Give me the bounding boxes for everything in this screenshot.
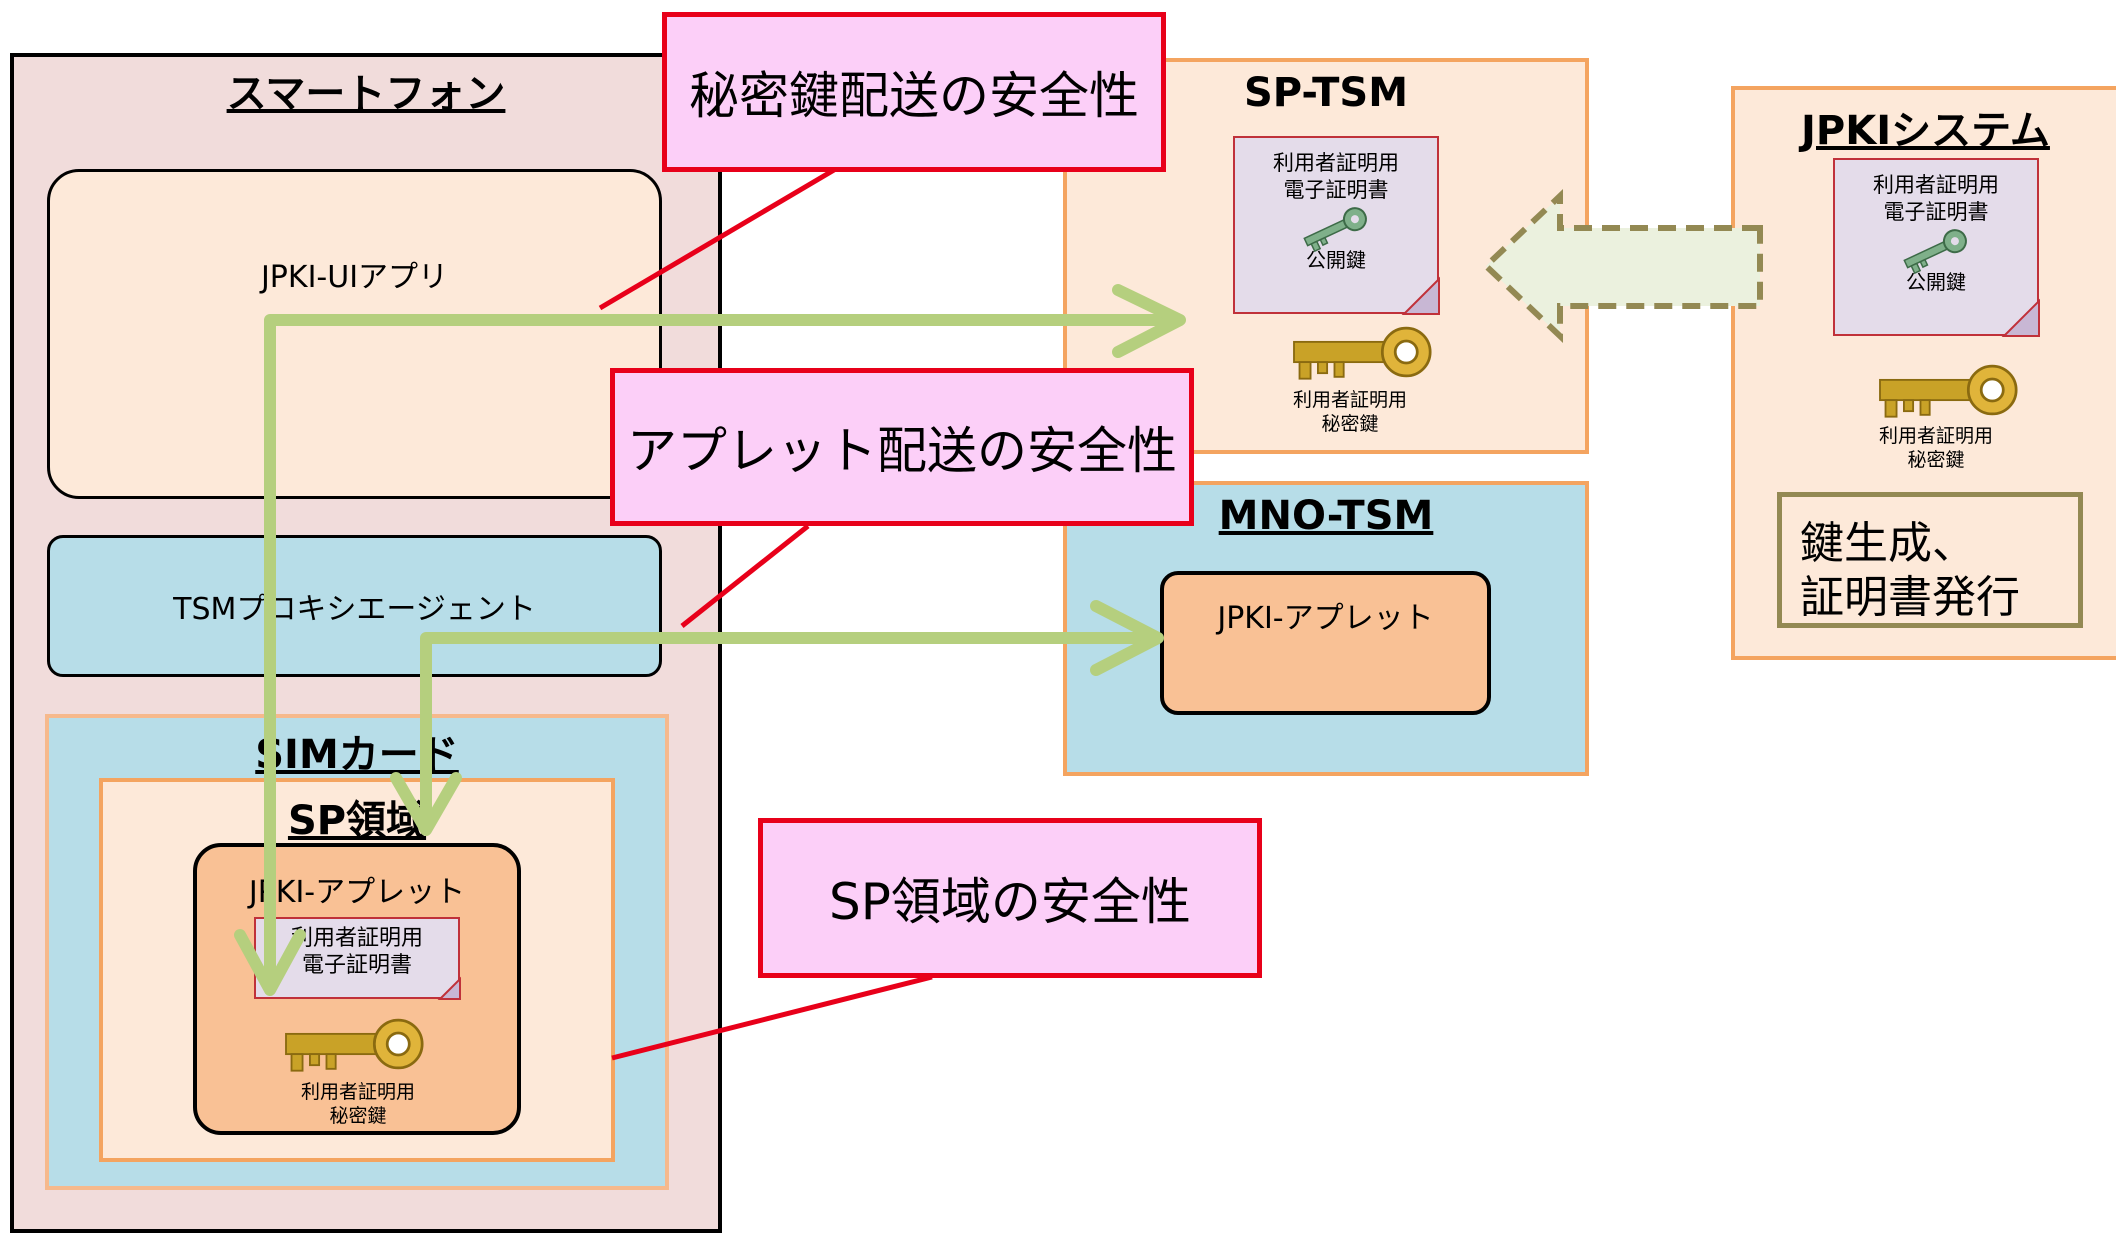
jpki-private-key-icon [1878, 364, 2018, 419]
sim-cert-line1: 利用者証明用 [290, 926, 423, 951]
sim-private-key-icon [284, 1018, 424, 1073]
sp-area-title: SP領域 [287, 798, 427, 844]
sim-key-line2: 秘密鍵 [329, 1105, 387, 1127]
applet-delivery-arrowhead-right [1090, 600, 1164, 676]
sim-doc-fold [437, 976, 461, 1000]
sp-tsm-private-key-icon [1292, 326, 1432, 381]
keygen-line1: 鍵生成、 [1800, 518, 1976, 569]
tsm-proxy-box: TSMプロキシエージェント [47, 535, 662, 677]
applet-delivery-callout-pointer [680, 524, 810, 628]
keygen-line2: 証明書発行 [1800, 572, 2020, 623]
sp-tsm-cert-line1: 利用者証明用 [1273, 151, 1399, 175]
sp-area-callout: SP領域の安全性 [758, 818, 1262, 978]
sp-area-callout-pointer [611, 974, 933, 1061]
key-delivery-arrowhead-right [1112, 284, 1186, 358]
jpki-key-line2: 秘密鍵 [1907, 449, 1965, 471]
jpki-cert-line1: 利用者証明用 [1873, 173, 1999, 197]
sp-tsm-public-key-label: 公開鍵 [1306, 248, 1366, 272]
key-delivery-callout-pointer [598, 167, 836, 311]
sp-tsm-key-line2: 秘密鍵 [1321, 413, 1379, 435]
sp-tsm-key-line1: 利用者証明用 [1292, 389, 1407, 411]
jpki-cert-line2: 電子証明書 [1883, 200, 1989, 224]
applet-delivery-callout: アプレット配送の安全性 [610, 368, 1194, 526]
tsm-proxy-label: TSMプロキシエージェント [173, 592, 536, 627]
applet-delivery-arrowhead-down [390, 772, 462, 836]
mno-applet-label: JPKI-アプレット [1217, 601, 1434, 636]
sp-tsm-title: SP-TSM [1243, 70, 1409, 116]
sim-applet-title: JPKI-アプレット [248, 875, 466, 910]
jpki-doc-fold [2001, 298, 2040, 337]
key-delivery-arrow-line [264, 314, 1170, 985]
sp-tsm-doc-fold [1401, 276, 1440, 315]
jpki-ui-app-box: JPKI-UIアプリ [47, 169, 662, 499]
applet-delivery-arrow-line [420, 632, 1150, 830]
smartphone-title: スマートフォン [226, 71, 506, 117]
sim-key-line1: 利用者証明用 [300, 1081, 415, 1103]
sim-cert-line2: 電子証明書 [301, 953, 412, 978]
jpki-public-key-label: 公開鍵 [1906, 270, 1966, 294]
jpki-ui-app-label: JPKI-UIアプリ [260, 260, 449, 295]
issuance-dashed-arrow [1481, 189, 1763, 343]
jpki-key-line1: 利用者証明用 [1878, 425, 1993, 447]
sp-tsm-cert-line2: 電子証明書 [1283, 178, 1389, 202]
sp-tsm-public-key-icon [1300, 203, 1371, 254]
keygen-box: 鍵生成、 証明書発行 [1777, 492, 2083, 628]
key-delivery-arrowhead-down [234, 929, 306, 996]
key-delivery-callout: 秘密鍵配送の安全性 [662, 12, 1166, 172]
mno-applet-box: JPKI-アプレット [1160, 571, 1491, 715]
mno-tsm-title: MNO-TSM [1218, 493, 1434, 539]
jpki-public-key-icon [1900, 225, 1971, 276]
jpki-system-title: JPKIシステム [1801, 108, 2050, 154]
